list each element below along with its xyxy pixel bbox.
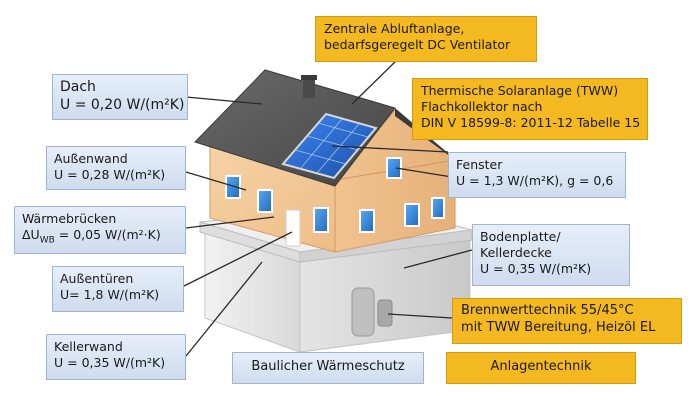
aussenwand-title: Außenwand [54,151,128,166]
aussentueren-value: U= 1,8 W/(m²K) [60,287,160,302]
bodenplatte-line2: Kellerdecke [480,245,552,260]
kellerwand-value: U = 0,35 W/(m²K) [54,355,166,370]
basement [204,231,471,353]
aussenwand-value: U = 0,28 W/(m²K) [54,167,166,182]
dach-value: U = 0,20 W/(m²K) [60,96,185,113]
waermebruecken-value-sub: WB [39,235,55,246]
label-waermebruecken: Wärmebrücken ΔUWB = 0,05 W/(m²·K) [14,206,186,254]
label-dach: Dach U = 0,20 W/(m²K) [52,74,188,120]
anlagentechnik-text: Anlagentechnik [490,359,592,374]
solar-line2: Flachkollektor nach [421,99,543,114]
label-aussentueren: Außentüren U= 1,8 W/(m²K) [52,266,184,312]
abluft-line2: bedarfsgeregelt DC Ventilator [324,37,511,52]
waermebruecken-value: ΔUWB = 0,05 W/(m²·K) [22,227,178,247]
fenster-title: Fenster [456,157,503,172]
brennwert-line1: Brennwerttechnik 55/45°C [461,303,634,318]
waermebruecken-title: Wärmebrücken [22,211,117,226]
bodenplatte-title: Bodenplatte/ [480,229,561,244]
label-abluftanlage: Zentrale Abluftanlage, bedarfsgeregelt D… [315,16,537,62]
solar-line1: Thermische Solaranlage (TWW) [421,83,619,98]
solar-line3: DIN V 18599-8: 2011-12 Tabelle 15 [421,115,641,130]
label-aussenwand: Außenwand U = 0,28 W/(m²K) [46,146,186,190]
waermebruecken-value-rest: = 0,05 W/(m²·K) [54,227,161,242]
label-bodenplatte: Bodenplatte/ Kellerdecke U = 0,35 W/(m²K… [472,224,630,286]
legend-baulicher-waermeschutz: Baulicher Wärmeschutz [232,352,424,384]
kellerwand-title: Kellerwand [54,339,123,354]
windows [225,157,445,233]
waermebruecken-value-prefix: ΔU [22,227,40,242]
label-fenster: Fenster U = 1,3 W/(m²K), g = 0,6 [448,152,626,198]
label-solaranlage: Thermische Solaranlage (TWW) Flachkollek… [412,78,648,140]
label-kellerwand: Kellerwand U = 0,35 W/(m²K) [46,334,186,380]
fenster-value: U = 1,3 W/(m²K), g = 0,6 [456,173,614,188]
abluft-line1: Zentrale Abluftanlage, [324,21,465,36]
bodenplatte-value: U = 0,35 W/(m²K) [480,261,592,276]
baulicher-text: Baulicher Wärmeschutz [251,359,405,374]
legend-anlagentechnik: Anlagentechnik [446,352,636,384]
dach-title: Dach [60,79,96,95]
leader-lines [183,59,473,357]
label-brennwerttechnik: Brennwerttechnik 55/45°C mit TWW Bereitu… [452,298,682,344]
aussentueren-title: Außentüren [60,271,134,286]
solar-panel [281,112,378,180]
door [285,209,301,247]
brennwert-line2: mit TWW Bereitung, Heizöl EL [461,319,656,335]
